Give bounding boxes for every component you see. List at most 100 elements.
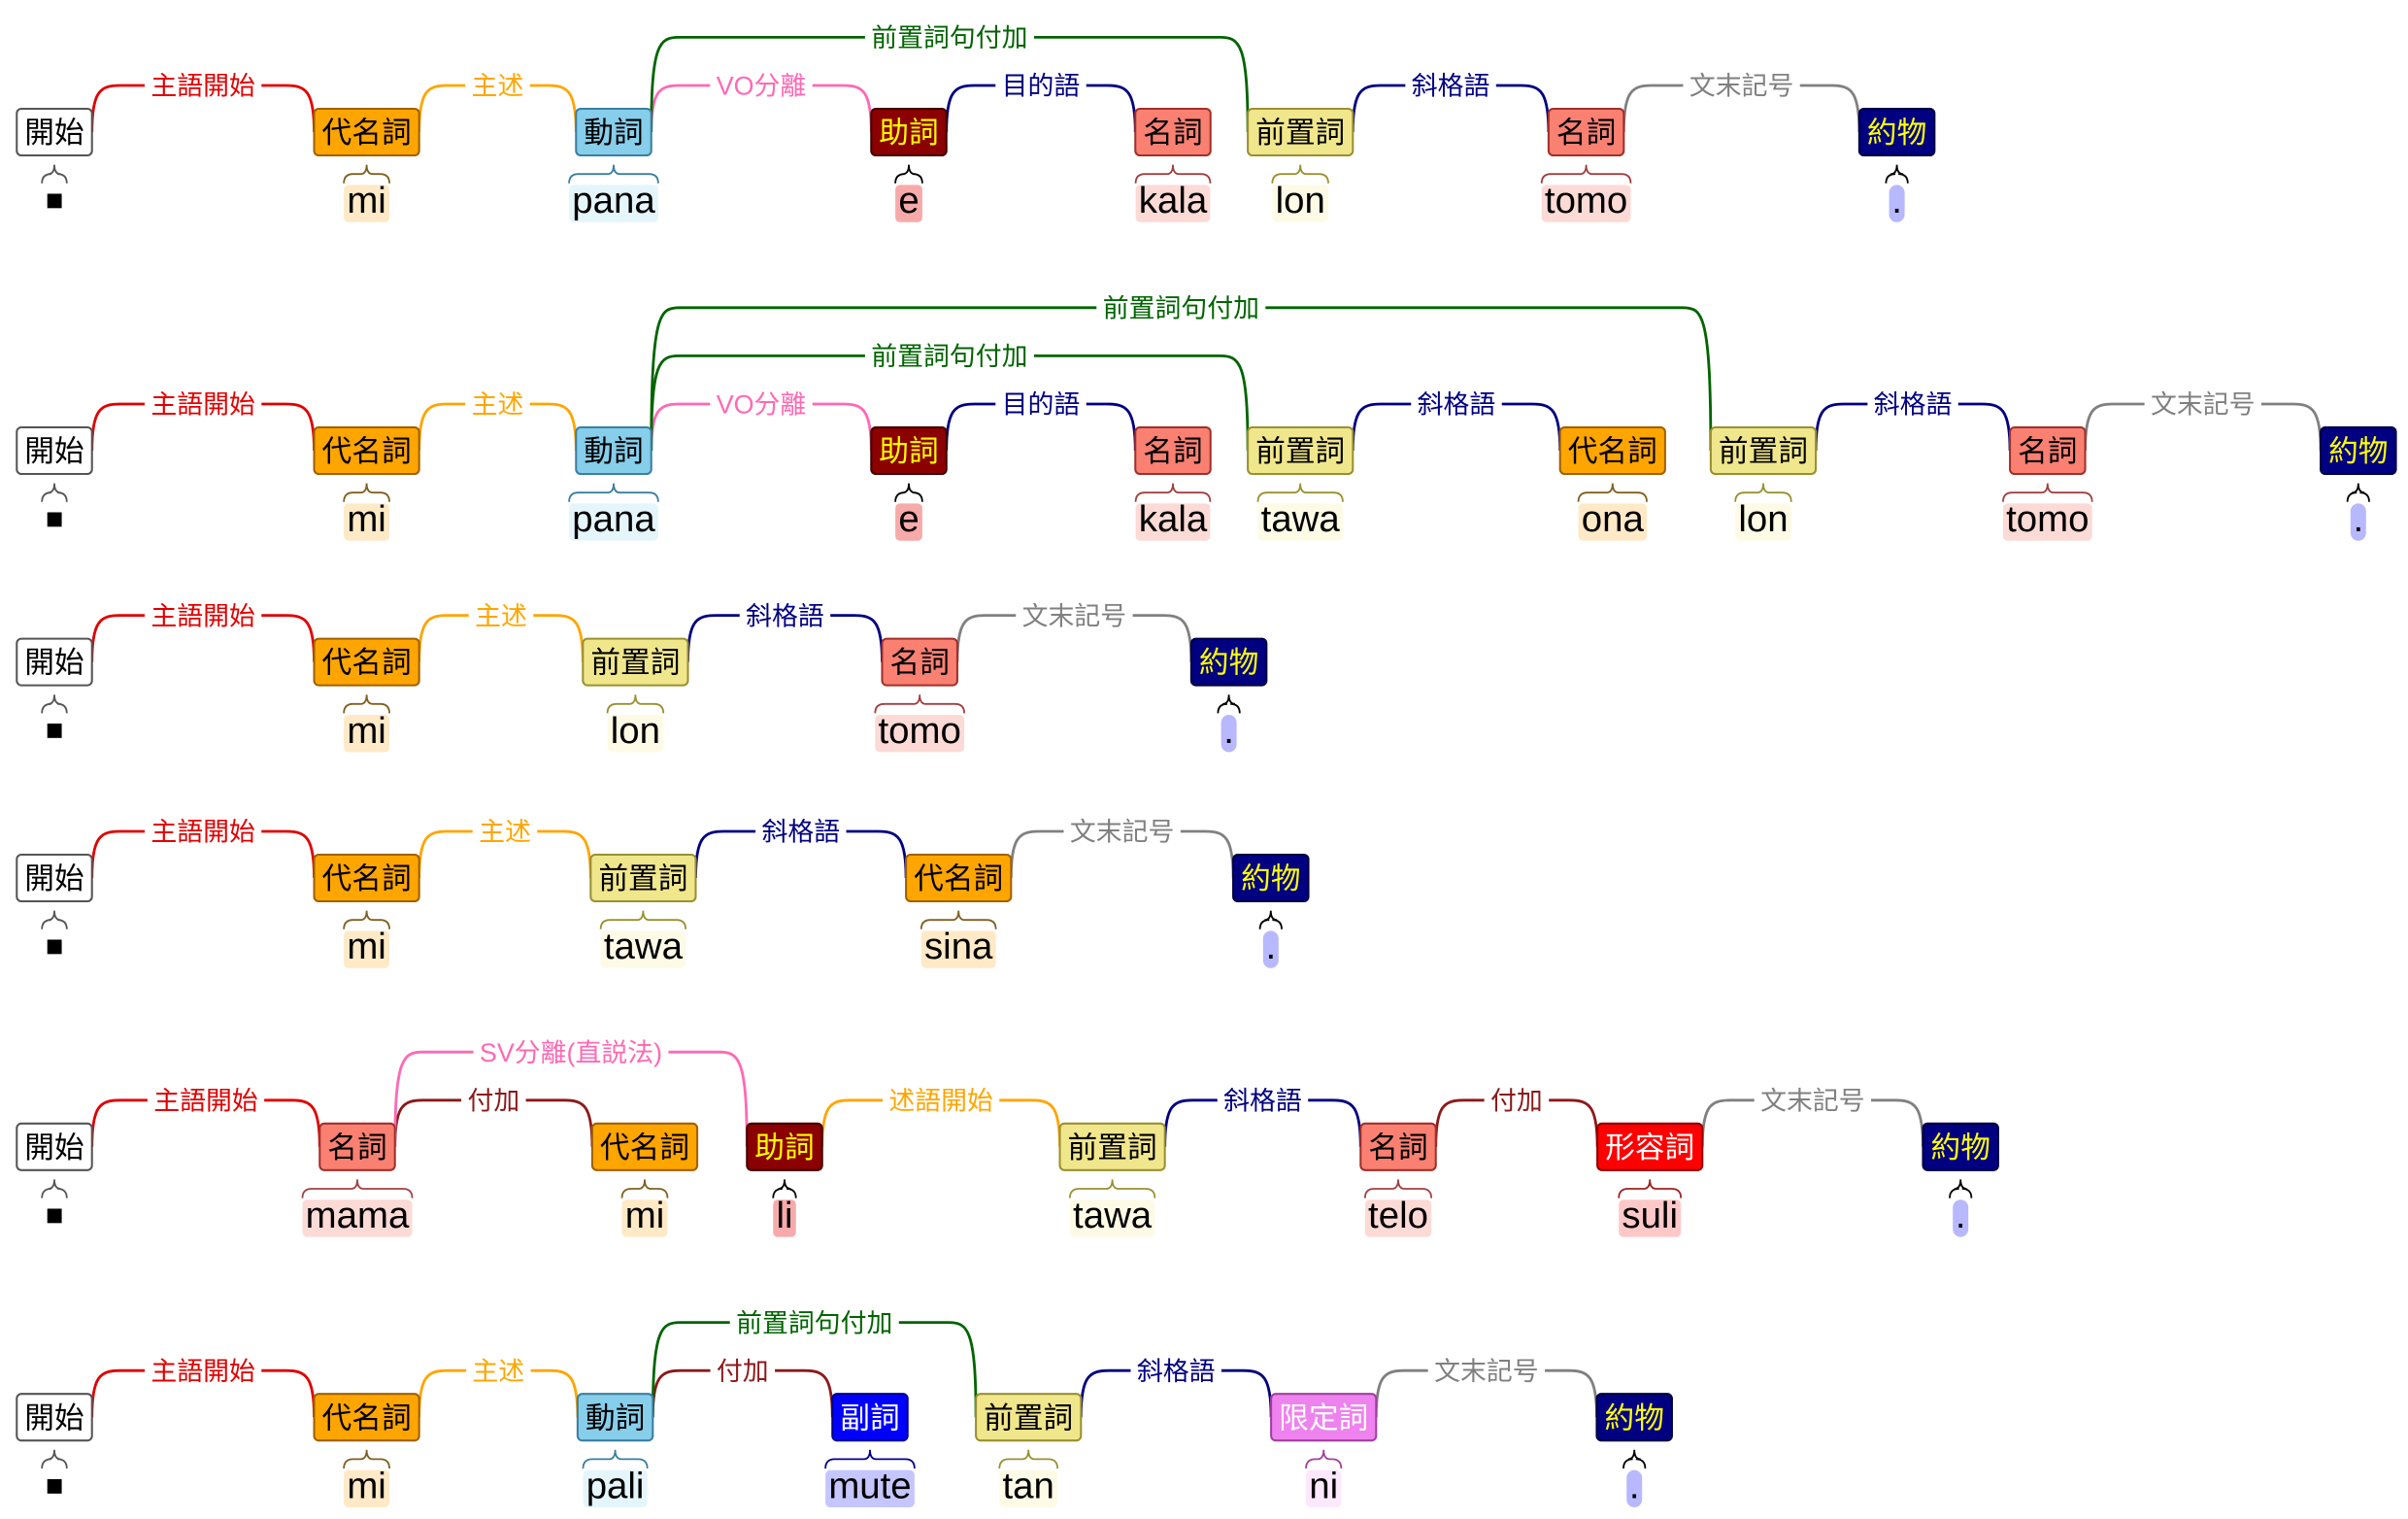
pos-box xyxy=(1596,1122,1704,1171)
token-brace xyxy=(1134,483,1212,502)
arc-label: 前置詞句付加 xyxy=(1103,293,1259,322)
arc-line xyxy=(651,1321,978,1418)
pos-label: 名詞 xyxy=(889,646,949,680)
pos-box xyxy=(590,1122,699,1171)
word-highlight xyxy=(1306,1469,1342,1507)
arc-line xyxy=(393,1050,749,1147)
word-highlight xyxy=(344,185,390,222)
pos-label: 代名詞 xyxy=(914,861,1003,895)
pos-box xyxy=(16,107,93,157)
token: 約物. xyxy=(1595,1393,1673,1507)
start-marker: ■ xyxy=(46,928,64,962)
token-brace xyxy=(874,694,965,714)
token: 開始■ xyxy=(16,637,93,747)
pos-label: 助詞 xyxy=(754,1131,814,1165)
token-brace xyxy=(568,164,659,184)
pos-label: 名詞 xyxy=(1143,434,1202,468)
word-highlight xyxy=(2002,503,2092,541)
word-highlight xyxy=(875,715,965,753)
pos-box xyxy=(16,853,93,903)
token-brace xyxy=(41,483,68,502)
dependency-arc: VO分離 xyxy=(650,72,873,133)
token-brace xyxy=(620,1179,669,1198)
word: lon xyxy=(611,710,660,752)
dependency-arc: 文末記号 xyxy=(1009,818,1235,879)
dependency-arc: 主語開始 xyxy=(90,601,316,662)
word-highlight xyxy=(621,1199,668,1237)
pos-box xyxy=(575,425,652,476)
dependency-arc: 付加 xyxy=(651,1357,834,1418)
pos-label: 動詞 xyxy=(585,1401,645,1435)
pos-label: 名詞 xyxy=(1556,116,1616,150)
pos-box xyxy=(2009,425,2087,476)
arc-label: 主述 xyxy=(472,390,524,420)
pos-label: 約物 xyxy=(1930,1131,1990,1165)
word-highlight xyxy=(1262,930,1279,968)
pos-box xyxy=(831,1393,909,1442)
pos-box xyxy=(313,107,420,157)
token-brace xyxy=(1949,1179,1973,1198)
dependency-arc: 述語開始 xyxy=(820,1086,1061,1147)
start-marker: ■ xyxy=(46,1198,64,1232)
pos-label: 代名詞 xyxy=(322,1401,412,1435)
pos-box xyxy=(16,1122,93,1171)
pos-label: 約物 xyxy=(2328,434,2388,468)
pos-label: 代名詞 xyxy=(322,116,412,150)
word-highlight xyxy=(569,503,658,541)
word-highlight xyxy=(569,185,658,222)
pos-label: 前置詞 xyxy=(590,646,680,680)
start-marker: ■ xyxy=(46,1468,64,1502)
token: 約物. xyxy=(1232,853,1310,968)
word: suli xyxy=(1622,1195,1678,1236)
word-highlight xyxy=(2350,503,2366,541)
pos-box xyxy=(2320,425,2397,476)
pos-box xyxy=(589,853,697,903)
pos-label: 代名詞 xyxy=(1568,434,1657,468)
token-brace xyxy=(1577,483,1648,502)
arc-label: 斜格語 xyxy=(746,601,824,630)
arc-label: 主語開始 xyxy=(150,1357,255,1386)
word-highlight xyxy=(1221,715,1237,753)
token-brace xyxy=(1134,164,1212,184)
token-brace xyxy=(1271,164,1329,184)
word-highlight xyxy=(344,930,390,968)
token-brace xyxy=(998,1449,1058,1469)
dependency-arc: 付加 xyxy=(1434,1086,1599,1147)
word-highlight xyxy=(999,1469,1058,1507)
pos-box xyxy=(16,637,93,687)
arc-label: 斜格語 xyxy=(1137,1357,1216,1386)
pos-box xyxy=(313,853,420,903)
dependency-arc: 文末記号 xyxy=(2084,390,2323,452)
pos-label: 開始 xyxy=(24,1131,84,1165)
dependency-arc: 斜格語 xyxy=(1814,390,2012,452)
token-brace xyxy=(41,694,68,714)
token-brace xyxy=(41,164,68,184)
pos-box xyxy=(16,425,93,476)
pos-label: 形容詞 xyxy=(1605,1131,1694,1165)
pos-label: 動詞 xyxy=(584,434,643,468)
word-highlight xyxy=(302,1199,413,1237)
token: 開始■ xyxy=(16,107,93,217)
word: . xyxy=(2353,498,2363,540)
pos-box xyxy=(1247,107,1354,157)
word: tomo xyxy=(1545,180,1627,221)
pos-box xyxy=(1595,1393,1673,1442)
token-brace xyxy=(1363,1179,1433,1198)
arc-label: 文末記号 xyxy=(2151,390,2256,420)
pos-label: 開始 xyxy=(24,434,84,468)
word: tawa xyxy=(1073,1195,1153,1236)
word: pana xyxy=(572,498,655,540)
pos-box xyxy=(1058,1122,1166,1171)
token-brace xyxy=(41,910,68,929)
token-brace xyxy=(343,910,390,929)
